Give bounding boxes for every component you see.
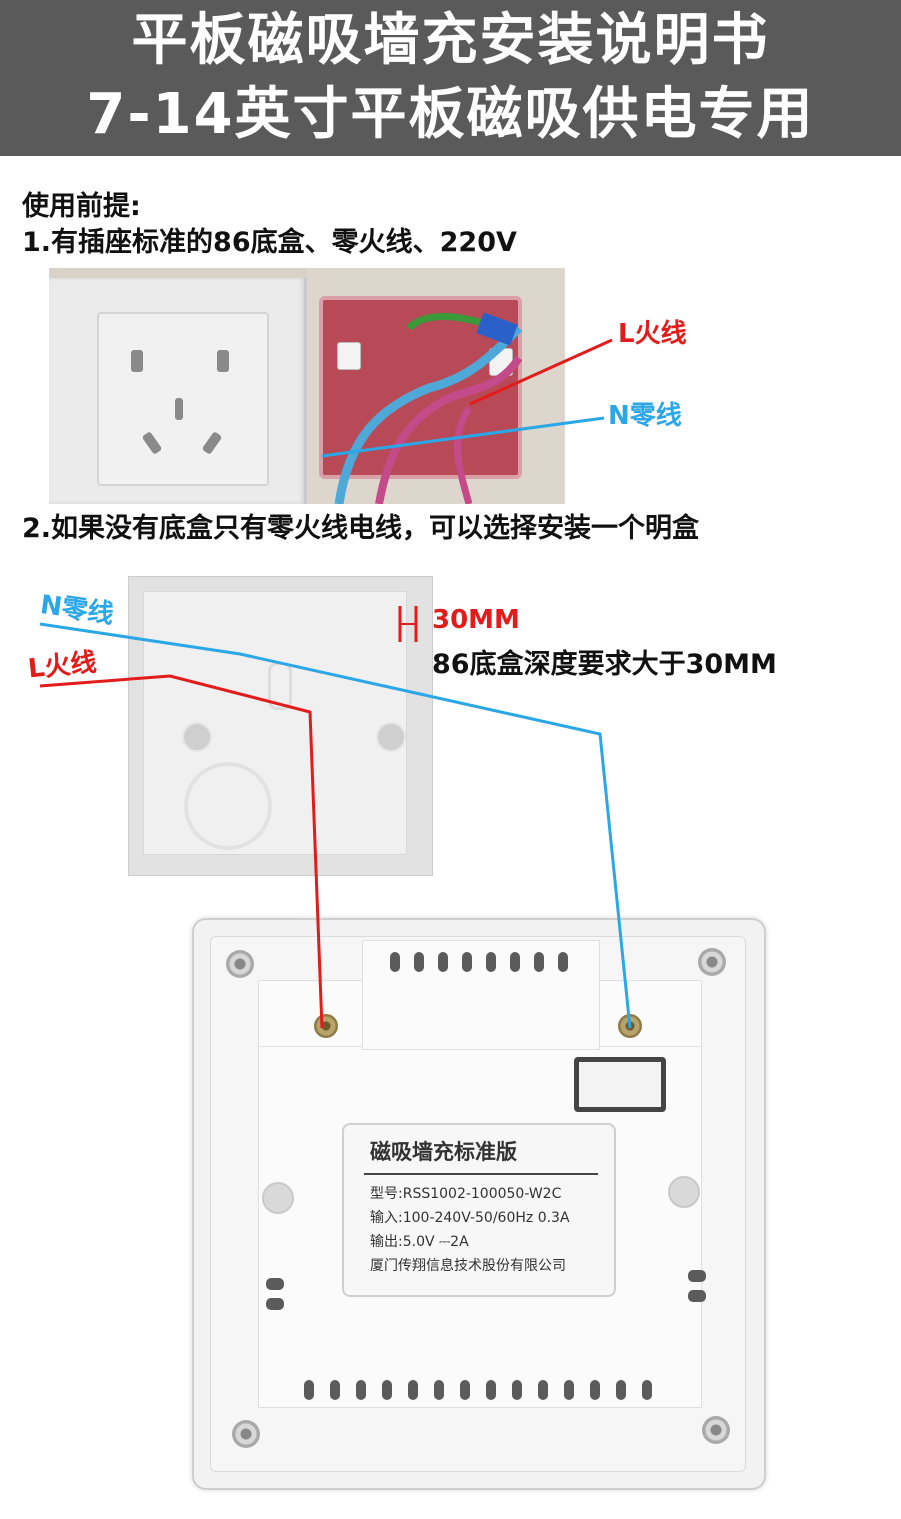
cable-slot <box>574 1057 666 1112</box>
label-divider <box>364 1173 598 1175</box>
label-title: 磁吸墙充标准版 <box>370 1140 517 1164</box>
surface-box-photo <box>128 576 433 876</box>
prereq-item-1: 1.有插座标准的86底盒、零火线、220V <box>22 227 517 258</box>
live-wire-path <box>39 674 324 1029</box>
label-output: 输出:5.0V ⎓2A <box>370 1234 469 1250</box>
box-terminal-left <box>337 342 361 370</box>
neutral-wire-path <box>39 622 632 1029</box>
screw-top-right <box>698 948 726 976</box>
socket-outlet <box>97 312 269 486</box>
neutral-wire-label-1: N零线 <box>608 401 682 431</box>
prereq-item-2: 2.如果没有底盒只有零火线电线，可以选择安装一个明盒 <box>22 513 700 544</box>
prereq-title: 使用前提: <box>22 191 141 222</box>
label-company: 厦门传翔信息技术股份有限公司 <box>370 1258 566 1274</box>
device-spec-label: 磁吸墙充标准版 型号:RSS1002-100050-W2C 输入:100-240… <box>342 1123 616 1297</box>
screw-bottom-left <box>232 1420 260 1448</box>
wire-drawing <box>334 312 523 504</box>
live-wire-label-1: L火线 <box>618 319 687 349</box>
title-line-1: 平板磁吸墙充安装说明书 <box>131 8 770 73</box>
surface-box-interior <box>143 591 407 855</box>
screw-bottom-right <box>702 1416 730 1444</box>
label-model: 型号:RSS1002-100050-W2C <box>370 1186 562 1202</box>
label-input: 输入:100-240V-50/60Hz 0.3A <box>370 1210 570 1226</box>
neutral-pointer-line <box>321 416 605 458</box>
header-banner: 平板磁吸墙充安装说明书 7-14英寸平板磁吸供电专用 <box>0 0 901 156</box>
socket-photo <box>49 268 565 504</box>
socket-faceplate <box>49 278 307 504</box>
terminal-block-right <box>596 980 702 1050</box>
screw-top-left <box>226 950 254 978</box>
live-pointer-line <box>469 338 613 406</box>
depth-value: 30MM <box>432 605 520 635</box>
title-line-2: 7-14英寸平板磁吸供电专用 <box>86 82 815 147</box>
depth-requirement: 86底盒深度要求大于30MM <box>432 649 777 680</box>
live-terminal-screw <box>314 1014 338 1038</box>
